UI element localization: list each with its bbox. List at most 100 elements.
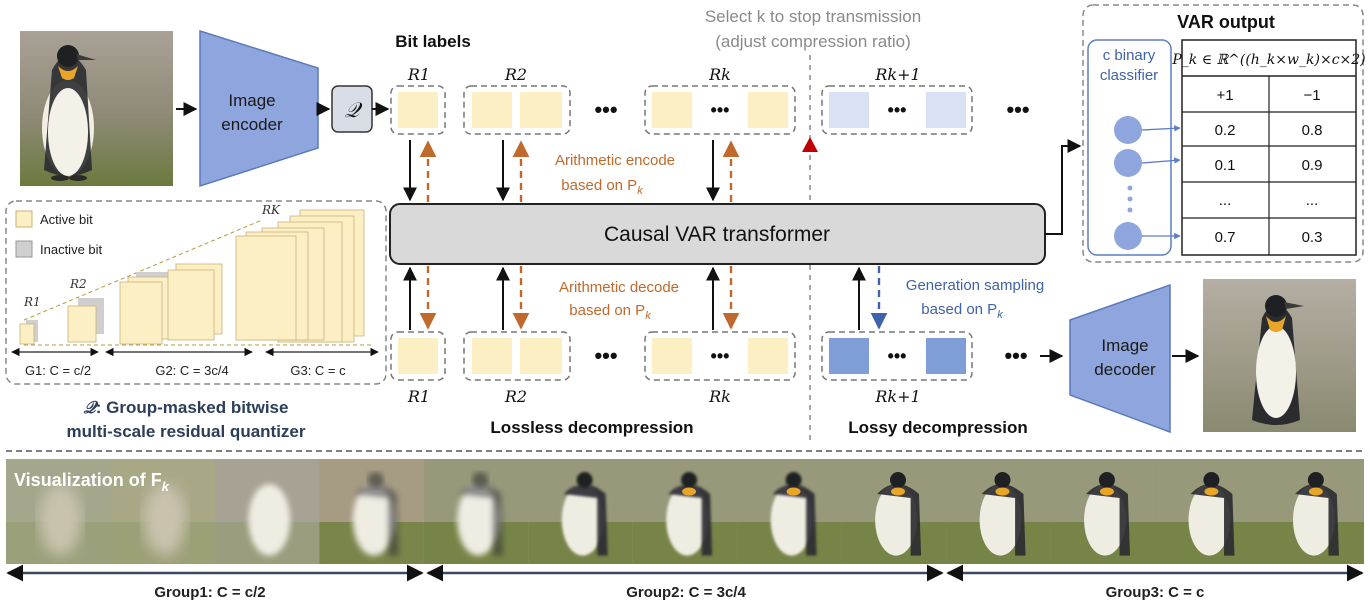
output-image bbox=[1203, 279, 1356, 432]
group-caption-g2: G2: C = 3c/4 bbox=[155, 363, 228, 378]
arith-encode-line-1: Arithmetic encode bbox=[555, 152, 675, 169]
top-ellipsis-1: ••• bbox=[594, 97, 617, 122]
legend-active-text: Active bit bbox=[40, 212, 93, 227]
legend-inactive-text: Inactive bit bbox=[40, 242, 103, 257]
visualization-frame bbox=[1050, 459, 1156, 564]
gen-sampling-sub: k bbox=[997, 309, 1003, 321]
image-decoder-label-1: Image bbox=[1101, 336, 1148, 355]
visualization-frame bbox=[319, 459, 424, 564]
bottom-rk-inner-ellipsis: ••• bbox=[711, 346, 730, 366]
var-output-panel: VAR output c binary classifier P_k ∈ ℝ^(… bbox=[1082, 4, 1366, 263]
prob-col-pos: +1 bbox=[1216, 87, 1233, 104]
bottom-arrows bbox=[403, 266, 888, 330]
bottom-bit-group-rk: ••• bbox=[644, 331, 796, 381]
legend-label-rk: RK bbox=[261, 203, 281, 217]
prob-r1-c2: 0.8 bbox=[1302, 122, 1323, 139]
top-bit-group-rk1: ••• bbox=[821, 85, 973, 135]
gen-sampling-line-2-text: based on P bbox=[921, 301, 997, 318]
visualization-frame bbox=[1155, 459, 1260, 564]
prob-col-neg: −1 bbox=[1303, 87, 1320, 104]
classifier-line-2: classifier bbox=[1100, 67, 1158, 84]
visualization-strip: Visualization of Fk bbox=[6, 459, 1364, 564]
bottom-bit-group-rk1: ••• bbox=[821, 331, 973, 381]
prob-r4-c2: 0.3 bbox=[1302, 229, 1323, 246]
visualization-label: Visualization of Fk bbox=[14, 470, 170, 494]
transformer-label: Causal VAR transformer bbox=[604, 223, 830, 246]
quantizer-box: 𝒬 bbox=[331, 85, 373, 133]
visualization-label-text: Visualization of F bbox=[14, 470, 162, 490]
visualization-frame bbox=[528, 459, 633, 564]
quantizer-caption-line-1-text: : Group-masked bitwise bbox=[96, 398, 289, 417]
arith-decode-sub: k bbox=[645, 310, 651, 322]
prob-r3-c1: ... bbox=[1219, 192, 1232, 209]
arith-decode-line-1: Arithmetic decode bbox=[559, 279, 679, 296]
bottom-rk1-inner-ellipsis: ••• bbox=[888, 346, 907, 366]
arith-decode-line-2: based on Pk bbox=[569, 302, 651, 322]
bottom-ellipsis-2: ••• bbox=[1004, 343, 1027, 368]
stop-marker bbox=[802, 137, 818, 152]
group-caption-g3: G3: C = c bbox=[290, 363, 346, 378]
group-bar-label-2: Group2: C = 3c/4 bbox=[626, 584, 746, 601]
gen-sampling-line-2: based on Pk bbox=[921, 301, 1003, 321]
causal-var-transformer: Causal VAR transformer bbox=[389, 203, 1046, 265]
top-rk1-inner-ellipsis: ••• bbox=[888, 100, 907, 120]
select-k-line-2: (adjust compression ratio) bbox=[715, 32, 911, 51]
visualization-frame bbox=[841, 459, 947, 564]
input-image bbox=[20, 31, 173, 186]
top-bit-group-rk: ••• bbox=[644, 85, 796, 135]
bit-labels-title: Bit labels bbox=[395, 32, 471, 51]
top-bit-group-r1 bbox=[390, 85, 446, 135]
visualization-frame bbox=[110, 459, 215, 564]
quantizer-caption-symbol: 𝒬 bbox=[84, 398, 99, 418]
top-label-r2: R2 bbox=[504, 65, 527, 84]
bottom-label-r1: R1 bbox=[407, 387, 430, 406]
bottom-bit-group-r1 bbox=[390, 331, 446, 381]
top-ellipsis-2: ••• bbox=[1006, 97, 1029, 122]
visualization-frames bbox=[6, 459, 1364, 564]
select-k-line-1: Select k to stop transmission bbox=[705, 7, 921, 26]
top-arrows bbox=[403, 140, 740, 202]
visualization-frame bbox=[946, 459, 1051, 564]
visualization-frame bbox=[214, 459, 320, 564]
quantizer-caption-line-1: 𝒬: Group-masked bitwise bbox=[84, 398, 289, 418]
bottom-ellipsis-1: ••• bbox=[594, 343, 617, 368]
prob-r2-c1: 0.1 bbox=[1215, 157, 1236, 174]
bottom-bit-group-r2 bbox=[463, 331, 571, 381]
group-bars: Group1: C = c/2 Group2: C = 3c/4 Group3:… bbox=[6, 564, 1364, 601]
gen-sampling-line-1: Generation sampling bbox=[906, 277, 1044, 294]
bottom-label-r2: R2 bbox=[504, 387, 527, 406]
visualization-frame bbox=[737, 459, 842, 564]
top-bit-group-r2 bbox=[463, 85, 571, 135]
bottom-label-rk1: Rk+1 bbox=[874, 387, 920, 406]
visualization-label-sub: k bbox=[162, 479, 170, 494]
visualization-frame bbox=[6, 459, 111, 564]
prob-r1-c1: 0.2 bbox=[1215, 122, 1236, 139]
legend-label-r1: R1 bbox=[23, 295, 41, 309]
arith-encode-line-2-text: based on P bbox=[561, 177, 637, 194]
image-decoder: Image decoder bbox=[1069, 283, 1171, 434]
arith-encode-sub: k bbox=[637, 185, 643, 197]
top-r-labels: R1 R2 Rk Rk+1 bbox=[407, 65, 921, 84]
prob-r4-c1: 0.7 bbox=[1215, 229, 1236, 246]
arith-encode-line-2: based on Pk bbox=[561, 177, 643, 197]
top-label-rk1: Rk+1 bbox=[874, 65, 920, 84]
bottom-r-labels: R1 R2 Rk Rk+1 bbox=[407, 387, 921, 406]
prob-matrix-header: P_k ∈ ℝ^((h_k×w_k)×c×2) bbox=[1171, 52, 1365, 68]
classifier-line-1: c binary bbox=[1103, 47, 1156, 64]
group-bar-label-3: Group3: C = c bbox=[1106, 584, 1205, 601]
quantizer-legend-panel: Active bit Inactive bit R1 R2 RK bbox=[5, 200, 387, 385]
image-encoder: Image encoder bbox=[199, 29, 319, 188]
lossless-label: Lossless decompression bbox=[490, 418, 693, 437]
quantizer-caption-line-2: multi-scale residual quantizer bbox=[66, 422, 305, 441]
visualization-frame bbox=[1259, 459, 1364, 564]
legend-label-r2: R2 bbox=[69, 277, 87, 291]
arrow-transformer-to-var-output bbox=[1045, 139, 1082, 235]
image-encoder-label-2: encoder bbox=[221, 115, 283, 134]
image-encoder-label-1: Image bbox=[228, 91, 275, 110]
top-label-rk: Rk bbox=[708, 65, 731, 84]
image-decoder-label-2: decoder bbox=[1094, 360, 1156, 379]
prob-r3-c2: ... bbox=[1306, 192, 1319, 209]
prob-r2-c2: 0.9 bbox=[1302, 157, 1323, 174]
